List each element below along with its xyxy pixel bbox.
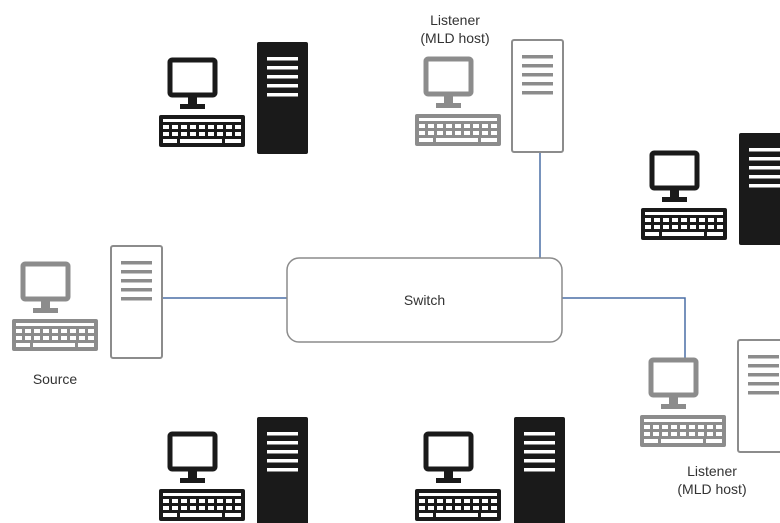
listener-top-type: (MLD host)	[420, 30, 490, 46]
desktop-computer-icon	[415, 59, 501, 146]
network-links	[163, 150, 686, 358]
host-top-left[interactable]	[159, 42, 308, 154]
server-tower-icon	[110, 245, 163, 359]
listener-top-role: Listener	[430, 12, 480, 28]
desktop-computer-icon	[640, 360, 726, 447]
switch-box[interactable]	[286, 257, 563, 343]
server-tower-icon	[737, 339, 780, 453]
host-right[interactable]	[641, 133, 780, 245]
server-tower-icon	[257, 42, 308, 154]
listener-top-label: Listener (MLD host)	[395, 11, 515, 47]
server-tower-icon	[511, 39, 564, 153]
link-switch-listener-right	[562, 297, 686, 358]
listener-right-label: Listener (MLD host)	[652, 462, 772, 498]
listener-right-role: Listener	[687, 463, 737, 479]
host-bottom-middle[interactable]	[415, 417, 565, 523]
server-tower-icon	[257, 417, 308, 523]
desktop-computer-icon	[641, 153, 727, 240]
host-listener-right[interactable]	[640, 339, 780, 453]
host-source[interactable]	[12, 245, 163, 359]
server-tower-icon	[739, 133, 780, 245]
desktop-computer-icon	[159, 434, 245, 521]
switch-label: Switch	[403, 292, 446, 308]
source-label: Source	[32, 371, 78, 387]
server-tower-icon	[514, 417, 565, 523]
host-bottom-left[interactable]	[159, 417, 308, 523]
desktop-computer-icon	[159, 60, 245, 147]
desktop-computer-icon	[415, 434, 501, 521]
host-listener-top[interactable]	[415, 39, 564, 153]
desktop-computer-icon	[12, 264, 98, 351]
listener-right-type: (MLD host)	[677, 481, 747, 497]
